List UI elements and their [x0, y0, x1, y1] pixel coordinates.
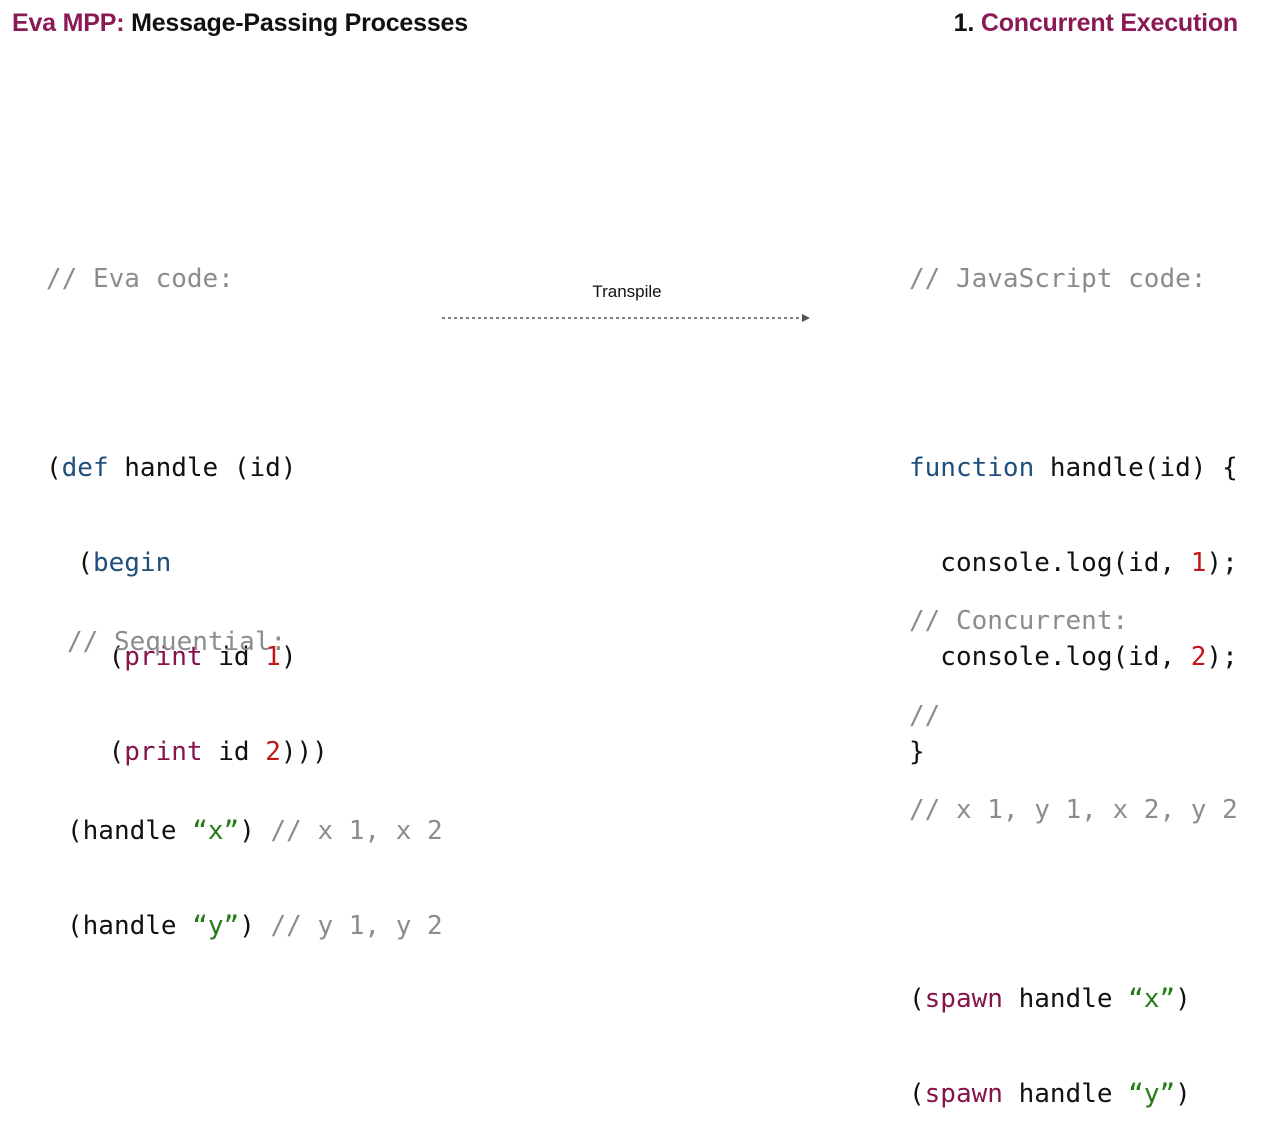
code-line: (def handle (id) [46, 453, 297, 483]
section-name: Concurrent Execution [980, 9, 1238, 37]
js-code-block: // JavaScript code: function handle(id) … [909, 201, 1238, 800]
slide-title: Eva MPP: Message-Passing Processes [12, 9, 468, 38]
code-line: console.log(id, 1); [909, 547, 1238, 578]
eva-code-comment: // Eva code: [46, 264, 234, 294]
sequential-code-block: // Sequential: (handle “x”) // x 1, x 2 … [67, 564, 443, 974]
code-line: (spawn handle “y”) [909, 1078, 1191, 1109]
dotted-arrow-icon [442, 314, 810, 322]
code-line: (begin [46, 547, 172, 578]
blank-line [67, 722, 443, 754]
concurrent-comment: // Concurrent: [909, 606, 1129, 636]
code-line: (print id 2))) [46, 736, 328, 767]
code-line: (print id 1) [46, 642, 297, 672]
code-line: function handle(id) { [909, 453, 1238, 483]
transpile-label: Transpile [592, 282, 662, 301]
concurrent-comment: // x 1, y 1, x 2, y 2 [909, 795, 1238, 825]
transpile-arrow: Transpile [442, 282, 812, 330]
title-rest: Message-Passing Processes [124, 9, 468, 37]
title-accent: Eva MPP: [12, 9, 125, 37]
eva-code-block: // Eva code: (def handle (id) (begin (pr… [46, 201, 328, 800]
blank-line [909, 890, 1238, 922]
section-title: 1. Concurrent Execution [953, 9, 1239, 38]
js-code-comment: // JavaScript code: [909, 264, 1207, 294]
concurrent-comment: // [909, 700, 941, 731]
code-line: console.log(id, 2); [909, 642, 1238, 672]
code-line: (handle “x”) // x 1, x 2 [67, 816, 443, 846]
blank-line [46, 359, 328, 391]
concurrent-code-block: // Concurrent: // // x 1, y 1, x 2, y 2 … [909, 543, 1238, 1142]
code-line: } [909, 736, 925, 767]
section-number: 1. [953, 9, 981, 37]
sequential-comment: // Sequential: [67, 627, 287, 657]
code-line: (handle “y”) // y 1, y 2 [67, 910, 443, 941]
blank-line [909, 359, 1238, 391]
code-line: (spawn handle “x”) [909, 984, 1191, 1014]
